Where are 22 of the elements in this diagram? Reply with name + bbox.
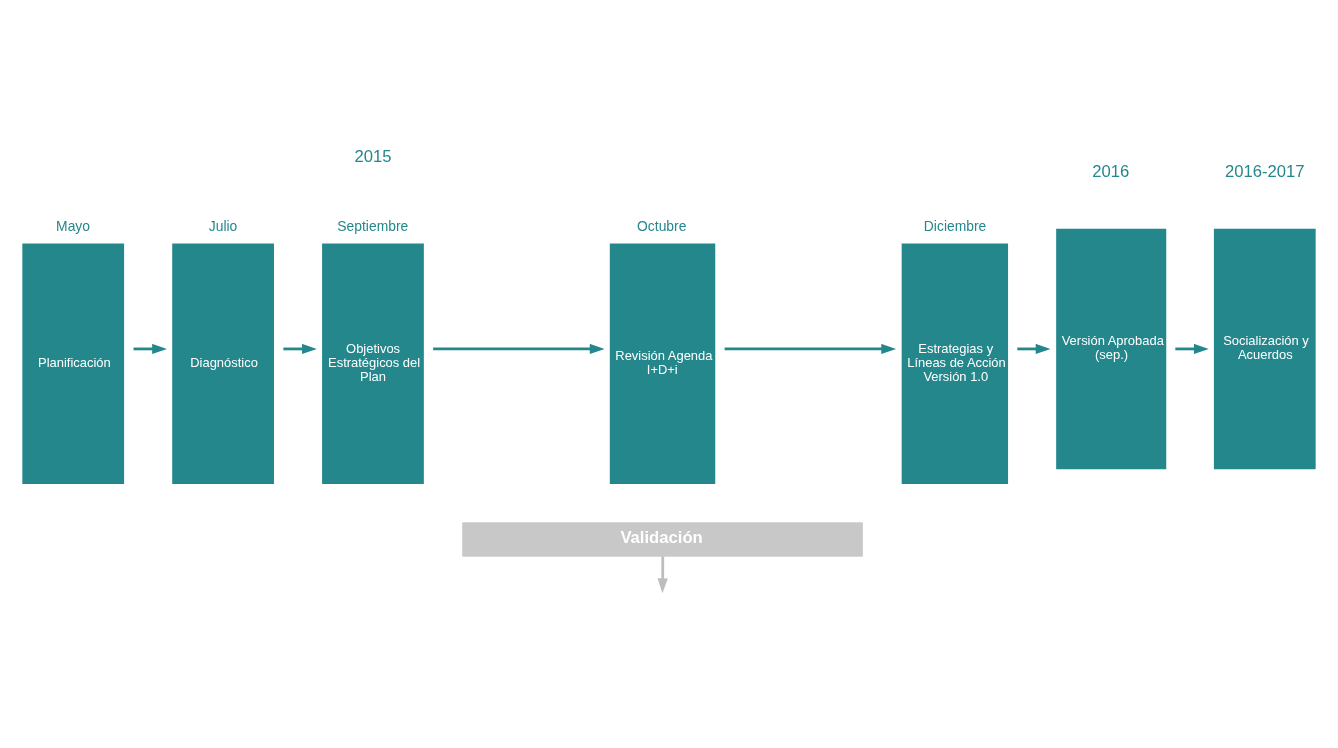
node-box: Versión Aprobada (sep.) [1056,228,1167,469]
node-label: Mayo [56,217,90,234]
node-box: Planificación [22,242,125,484]
arrow [1017,343,1051,354]
node-label: Septiembre [337,217,409,234]
arrow [283,343,317,354]
arrow [133,343,167,354]
node-label: Diciembre [923,217,987,234]
arrow [724,343,897,354]
node-box: Revisión Agenda I+D+i [609,242,716,484]
arrow [657,556,668,593]
node-box: Socialización y Acuerdos [1213,228,1316,469]
arrow [433,343,605,354]
node-label: Octubre [637,217,687,234]
label: 2016 [1092,161,1130,181]
label: 2016-2017 [1224,161,1305,181]
node-label: Julio [208,217,238,234]
arrow [1175,343,1209,354]
node-box: Diagnóstico [172,242,274,484]
label: 2015 [354,146,392,166]
node-box: Objetivos Estratégicos del Plan [322,242,424,484]
node-box: Estrategias y Líneas de Acción Versión 1.0 [901,242,1009,484]
